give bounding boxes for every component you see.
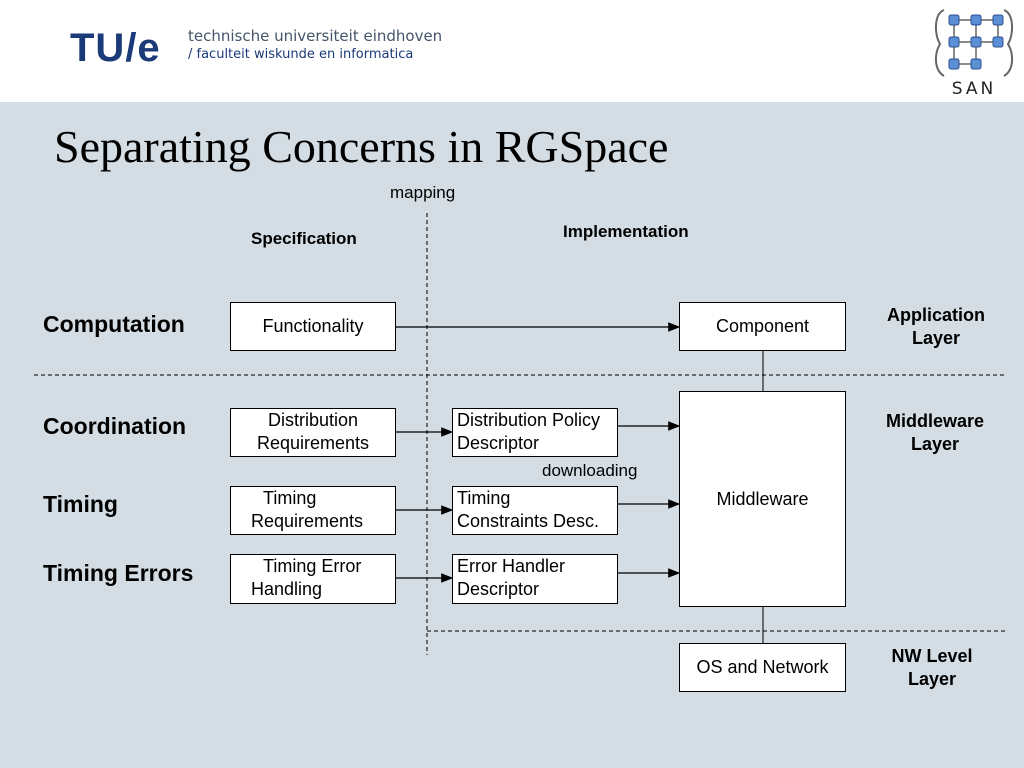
nw-level-layer-label: NW Level Layer [891, 646, 973, 689]
downloading-label: downloading [542, 461, 638, 480]
university-name: technische universiteit eindhoven [188, 27, 443, 45]
tue-logo: TU/e [70, 26, 161, 70]
distribution-requirements-box: Distribution Requirements [230, 408, 396, 457]
timing-constraints-descriptor-box: Timing Constraints Desc. [452, 486, 618, 535]
specification-label: Specification [251, 229, 357, 248]
mapping-label: mapping [390, 183, 456, 202]
row-label-timing: Timing [43, 491, 118, 517]
implementation-label: Implementation [563, 222, 689, 241]
faculty-name: / faculteit wiskunde en informatica [188, 47, 414, 62]
error-handler-descriptor-box: Error Handler Descriptor [452, 554, 618, 604]
row-label-computation: Computation [43, 311, 185, 337]
middleware-layer-label: Middleware Layer [885, 411, 985, 454]
slide-title: Separating Concerns in RGSpace [54, 121, 669, 172]
middleware-box: Middleware [679, 391, 846, 607]
timing-error-handling-box: Timing Error Handling [230, 554, 396, 604]
row-label-coordination: Coordination [43, 413, 187, 439]
application-layer-label: Application Layer [887, 305, 985, 348]
component-box: Component [679, 302, 846, 351]
timing-requirements-box: Timing Requirements [230, 486, 396, 535]
san-network-logo: SAN [934, 9, 1014, 98]
slide-header: TU/e technische universiteit eindhoven /… [0, 0, 1024, 102]
os-and-network-box: OS and Network [679, 643, 846, 692]
row-label-timing-errors: Timing Errors [43, 560, 194, 586]
san-logo-text: SAN [952, 79, 996, 98]
distribution-policy-descriptor-box: Distribution Policy Descriptor [452, 408, 618, 457]
functionality-box: Functionality [230, 302, 396, 351]
